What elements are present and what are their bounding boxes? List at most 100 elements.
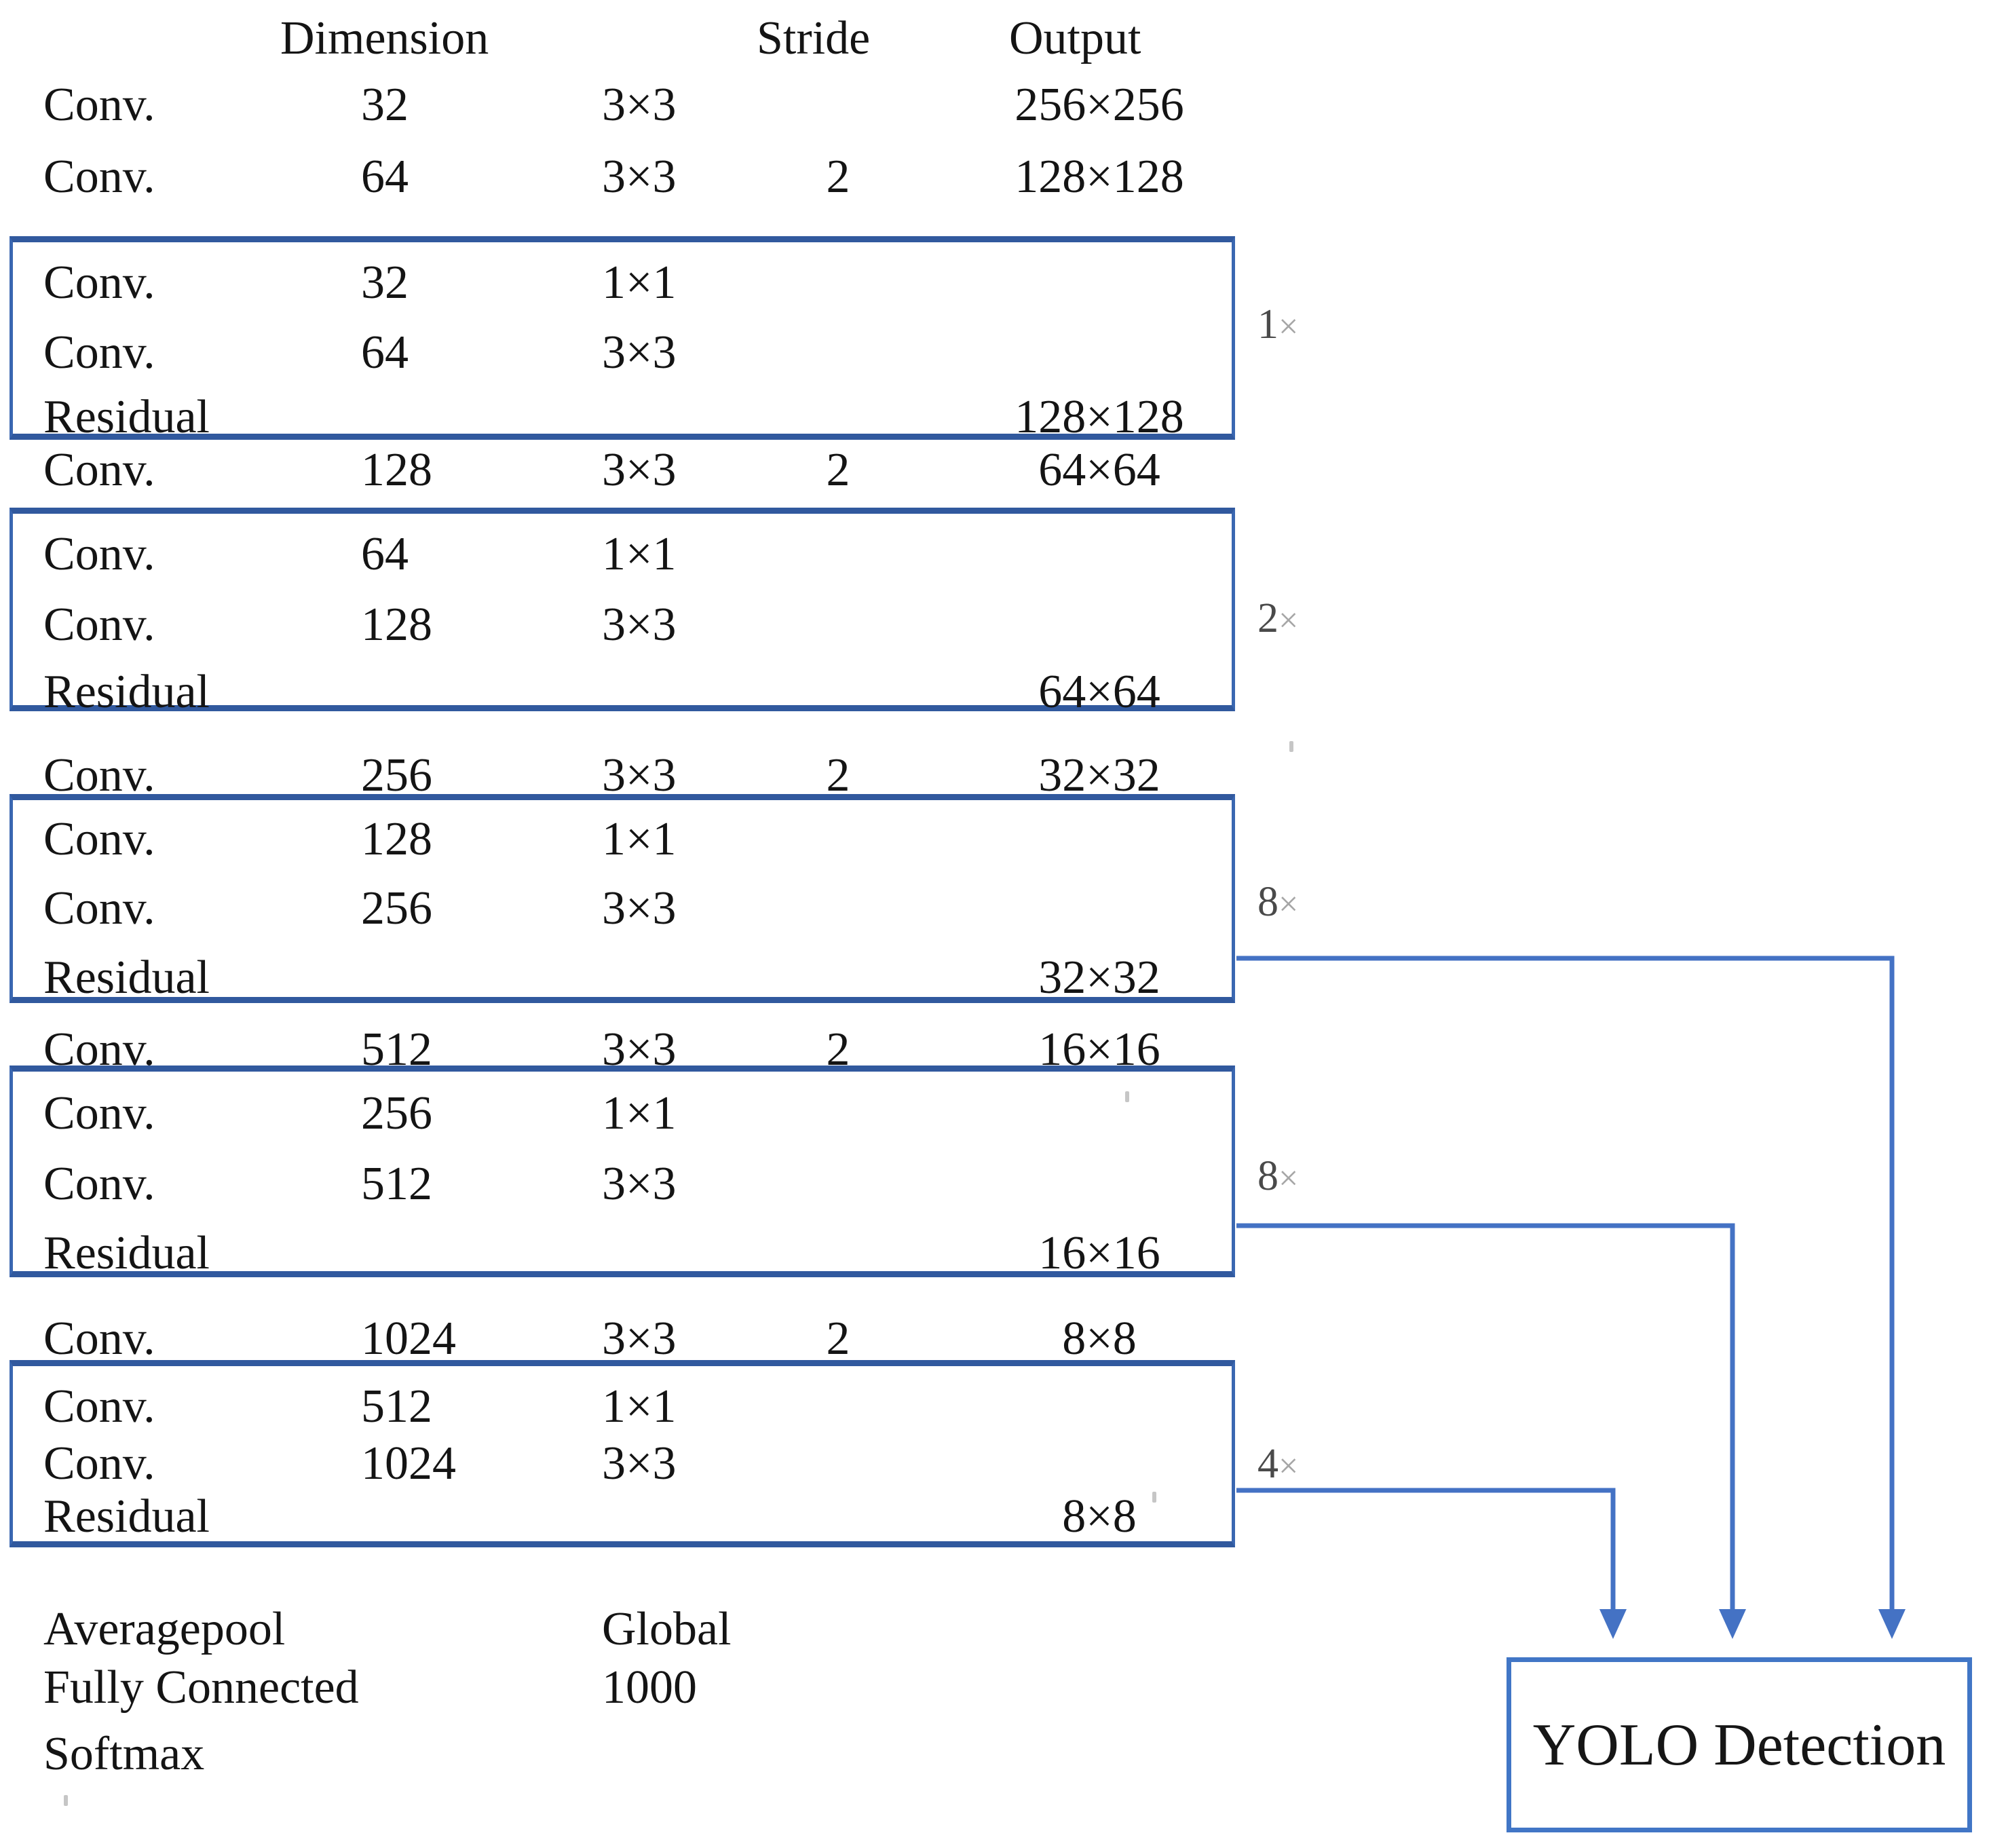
layer-row: Conv. 64 3×3 2 128×128	[0, 153, 1989, 208]
yolo-detection-label: YOLO Detection	[1532, 1712, 1946, 1778]
layer-name: Conv.	[43, 1087, 155, 1139]
column-header-output: Output	[1009, 12, 1141, 64]
yolo-detection-box: YOLO Detection	[1507, 1657, 1972, 1832]
layer-kernel: 3×3	[602, 1437, 677, 1490]
layer-stride: 2	[826, 1023, 850, 1076]
layer-kernel: 1000	[602, 1661, 697, 1714]
layer-row: Conv. 256 1×1	[0, 1090, 1989, 1144]
layer-row: Residual 128×128	[0, 394, 1989, 448]
layer-name: Conv.	[43, 326, 155, 379]
layer-output: 64×64	[1038, 666, 1160, 718]
layer-output: 8×8	[1062, 1313, 1137, 1365]
layer-row: Conv. 512 1×1	[0, 1383, 1989, 1437]
layer-name: Conv.	[43, 1313, 155, 1365]
layer-row: Conv. 64 1×1	[0, 531, 1989, 585]
layer-row: Residual 64×64	[0, 668, 1989, 723]
multiplier-digit: 1	[1257, 301, 1278, 347]
multiplier-digit: 8	[1257, 1153, 1278, 1199]
column-header-stride: Stride	[757, 12, 871, 64]
layer-dimension: 512	[361, 1380, 432, 1433]
layer-row: Conv. 128 3×3	[0, 601, 1989, 656]
residual-block-box-5	[10, 1360, 1235, 1547]
multiplier-digit: 4	[1257, 1441, 1278, 1487]
layer-dimension: 32	[361, 79, 409, 131]
layer-row: Residual 32×32	[0, 954, 1989, 1008]
layer-output: 8×8	[1062, 1490, 1137, 1543]
layer-name: Conv.	[43, 1023, 155, 1076]
layer-name: Conv.	[43, 599, 155, 651]
layer-kernel: 3×3	[602, 444, 677, 496]
layer-row: Conv. 512 3×3	[0, 1161, 1989, 1215]
layer-kernel: 3×3	[602, 1023, 677, 1076]
layer-row: Conv. 256 3×3	[0, 885, 1989, 939]
multiplier-digit: 2	[1257, 595, 1278, 641]
layer-row: Conv. 64 3×3	[0, 329, 1989, 383]
layer-output: 32×32	[1038, 951, 1160, 1004]
multiplier-digit: 8	[1257, 879, 1278, 925]
layer-dimension: 64	[361, 151, 409, 203]
layer-name: Residual	[43, 951, 210, 1004]
residual-block-box-4	[10, 1066, 1235, 1277]
layer-row: Conv. 128 3×3 2 64×64	[0, 447, 1989, 501]
layer-name: Conv.	[43, 1437, 155, 1490]
layer-name: Conv.	[43, 749, 155, 802]
layer-dimension: 64	[361, 326, 409, 379]
layer-kernel: 1×1	[602, 528, 677, 580]
multiplier-times-icon: ×	[1278, 1159, 1299, 1198]
layer-row: Fully Connected 1000	[0, 1664, 1989, 1718]
layer-row: Residual 16×16	[0, 1230, 1989, 1284]
layer-output: 16×16	[1038, 1023, 1160, 1076]
layer-kernel: Global	[602, 1603, 732, 1655]
layer-row: Conv. 1024 3×3	[0, 1440, 1989, 1494]
layer-row: Conv. 512 3×3 2 16×16	[0, 1026, 1989, 1080]
layer-stride: 2	[826, 749, 850, 802]
layer-name: Conv.	[43, 151, 155, 203]
multiplier-times-icon: ×	[1278, 601, 1299, 640]
stray-mark	[64, 1795, 68, 1806]
layer-name: Conv.	[43, 257, 155, 309]
layer-row: Conv. 128 1×1	[0, 816, 1989, 870]
layer-row: Residual 8×8	[0, 1493, 1989, 1547]
layer-row: Softmax	[0, 1731, 1989, 1785]
stray-mark	[1125, 1091, 1129, 1102]
layer-name: Conv.	[43, 1158, 155, 1210]
layer-kernel: 3×3	[602, 599, 677, 651]
layer-kernel: 3×3	[602, 1313, 677, 1365]
layer-output: 128×128	[1015, 391, 1184, 443]
residual-block-box-1	[10, 236, 1235, 440]
multiplier-times-icon: ×	[1278, 1447, 1299, 1486]
layer-output: 64×64	[1038, 444, 1160, 496]
block-multiplier-2x: 2×	[1257, 597, 1298, 639]
layer-name: Conv.	[43, 79, 155, 131]
layer-dimension: 128	[361, 813, 432, 865]
block-multiplier-1x: 1×	[1257, 303, 1298, 345]
layer-kernel: 1×1	[602, 1380, 677, 1433]
layer-kernel: 3×3	[602, 882, 677, 935]
layer-dimension: 128	[361, 444, 432, 496]
layer-row: Averagepool Global	[0, 1606, 1989, 1660]
layer-output: 256×256	[1015, 79, 1184, 131]
layer-row: Conv. 1024 3×3 2 8×8	[0, 1315, 1989, 1370]
column-header-dimension: Dimension	[280, 12, 489, 64]
layer-kernel: 3×3	[602, 79, 677, 131]
layer-kernel: 1×1	[602, 1087, 677, 1139]
layer-name: Residual	[43, 1227, 210, 1279]
layer-output: 16×16	[1038, 1227, 1160, 1279]
layer-name: Residual	[43, 391, 210, 443]
layer-name: Fully Connected	[43, 1661, 359, 1714]
layer-kernel: 3×3	[602, 326, 677, 379]
layer-row: Conv. 32 3×3 256×256	[0, 81, 1989, 136]
layer-dimension: 256	[361, 882, 432, 935]
layer-kernel: 3×3	[602, 1158, 677, 1210]
layer-dimension: 256	[361, 1087, 432, 1139]
layer-dimension: 64	[361, 528, 409, 580]
layer-dimension: 512	[361, 1023, 432, 1076]
layer-output: 32×32	[1038, 749, 1160, 802]
layer-name: Conv.	[43, 528, 155, 580]
layer-kernel: 1×1	[602, 257, 677, 309]
layer-name: Residual	[43, 666, 210, 718]
multiplier-times-icon: ×	[1278, 307, 1299, 346]
multiplier-times-icon: ×	[1278, 885, 1299, 924]
residual-block-box-3	[10, 794, 1235, 1003]
